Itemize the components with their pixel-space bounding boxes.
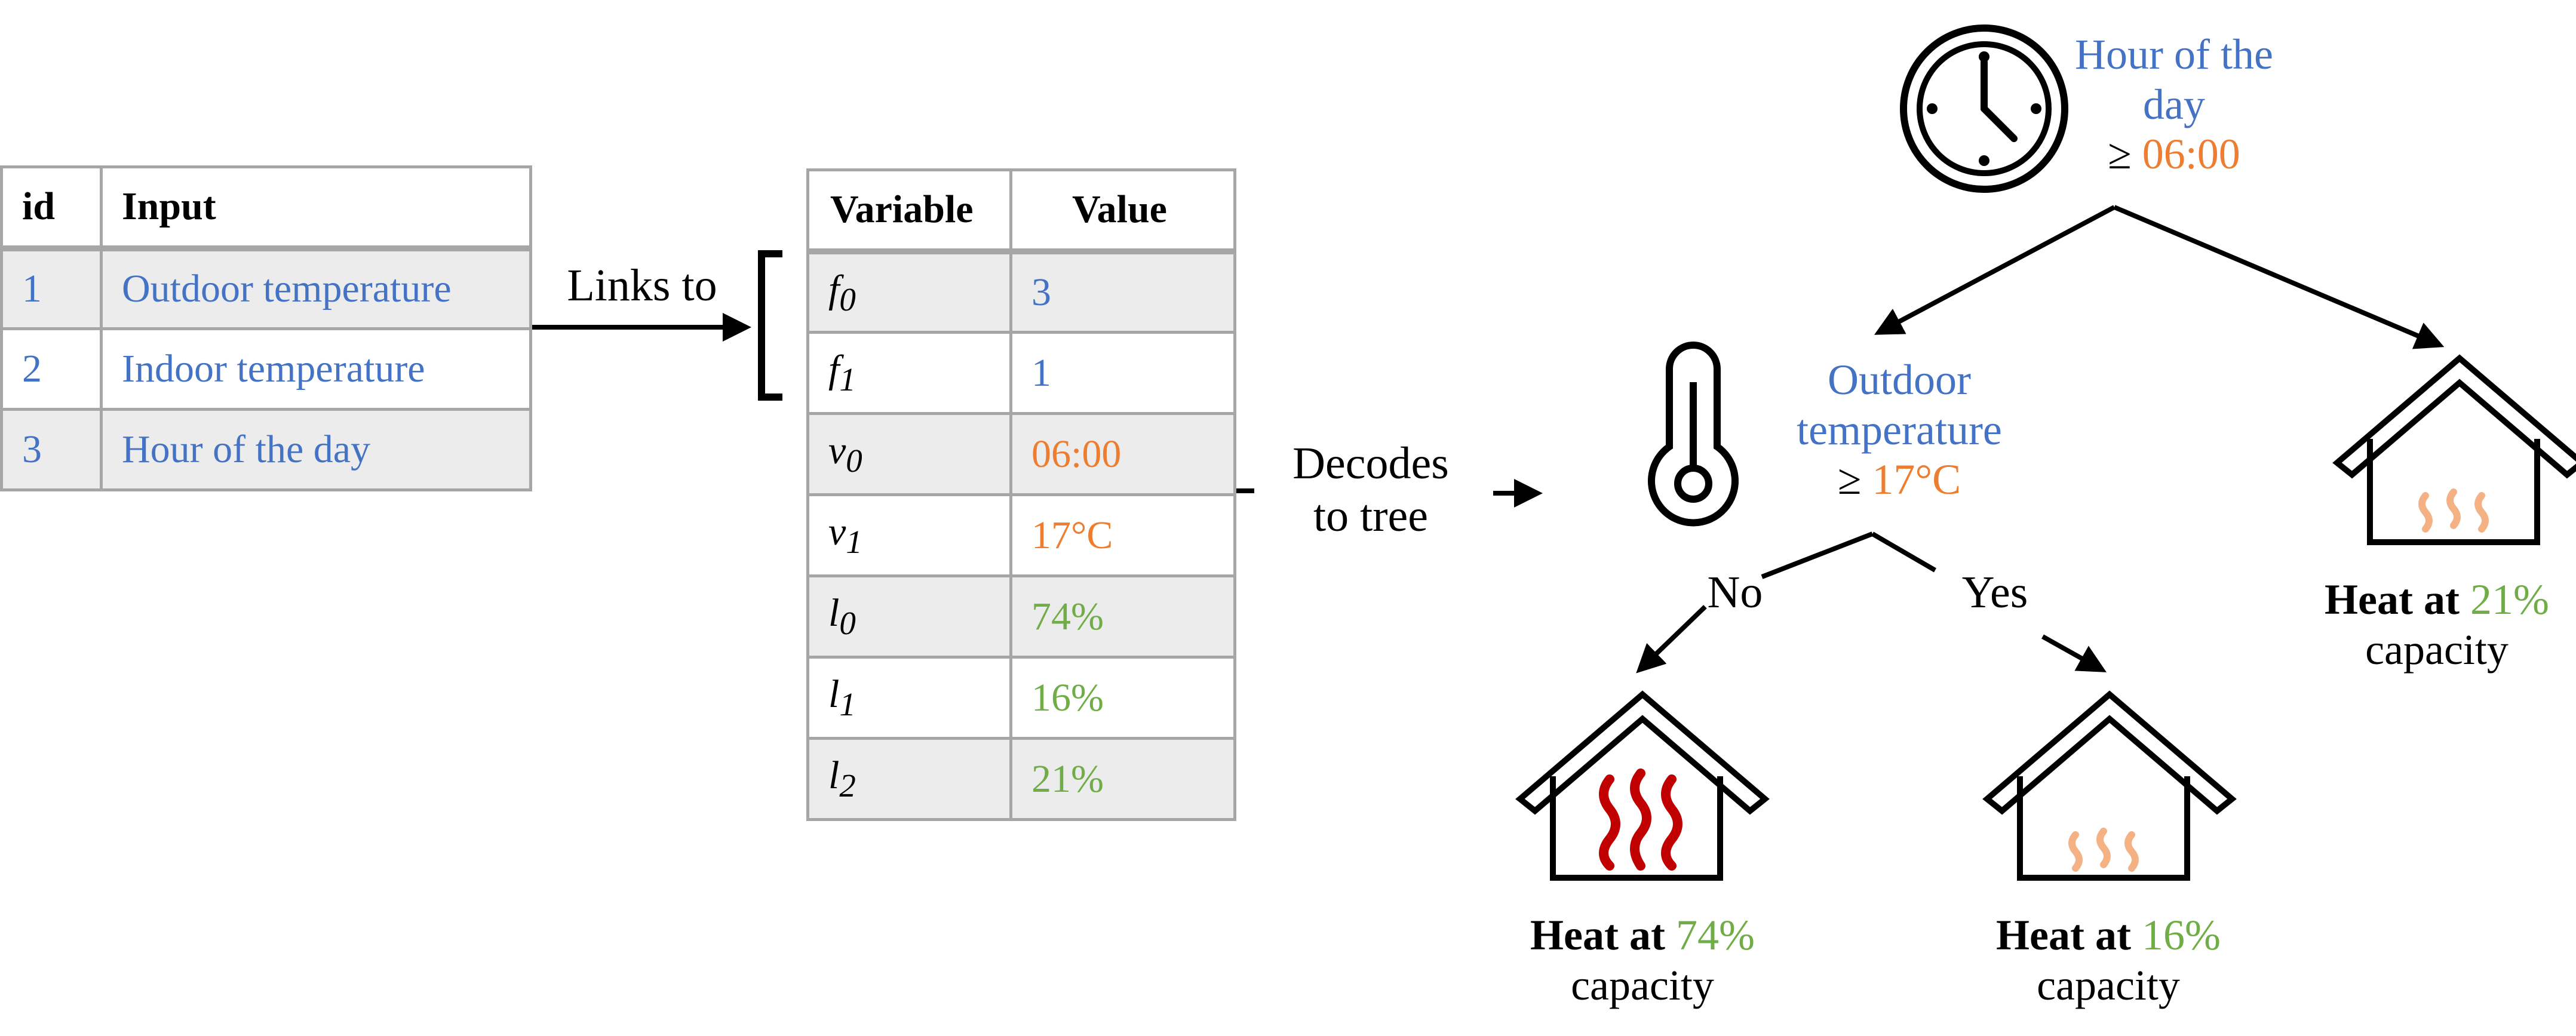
leaf-no-prefix: Heat at (1530, 911, 1665, 959)
node-split-right-lower (2041, 634, 2107, 672)
input-name-cell: Indoor temperature (100, 327, 532, 411)
table-row: l0 74% (806, 574, 1236, 659)
node-split-label: Outdoor temperature ≥ 17°C (1762, 355, 2037, 505)
variable-table-header-value: Value (1009, 168, 1236, 254)
node-operator: ≥ (1837, 456, 1862, 504)
leaf-root-yes-line-1: Heat at 21% (2305, 575, 2568, 625)
table-row: f0 3 (806, 250, 1236, 334)
leaf-yes-label: Heat at 16% capacity (1965, 911, 2252, 1010)
input-id-cell: 1 (0, 247, 103, 330)
table-row: l1 16% (806, 656, 1236, 740)
value-cell: 74% (1009, 574, 1236, 659)
input-name-cell: Outdoor temperature (100, 247, 532, 330)
leaf-yes-suffix: capacity (2037, 961, 2180, 1009)
clock-icon (1900, 24, 2068, 193)
root-split-label: Hour of the day ≥ 06:00 (2049, 30, 2299, 180)
decodes-line-2: to tree (1313, 491, 1428, 542)
variable-cell: f0 (806, 250, 1012, 334)
thermometer-icon (1648, 342, 1739, 527)
variable-cell: f1 (806, 331, 1012, 415)
root-operator: ≥ (2108, 130, 2132, 179)
node-split-left-lower (1636, 605, 1707, 674)
leaf-root-yes-suffix: capacity (2365, 625, 2509, 674)
variable-cell: l0 (806, 574, 1012, 659)
leaf-no-line-1: Heat at 74% (1499, 911, 1786, 961)
variable-cell: v0 (806, 412, 1012, 496)
node-split-left-upper (1761, 531, 1874, 579)
table-row: f1 1 (806, 331, 1236, 415)
heat-waves-low (2418, 488, 2489, 533)
leaf-yes-value: 16% (2141, 911, 2221, 959)
node-threshold: 17°C (1872, 456, 1961, 504)
table-row: v0 06:00 (806, 412, 1236, 496)
input-id-cell: 2 (0, 327, 103, 411)
links-to-label: Links to (555, 259, 729, 312)
branch-no-label: No (1690, 566, 1780, 619)
decodes-line-1: Decodes (1292, 438, 1449, 488)
root-split-right (2113, 205, 2445, 349)
leaf-root-yes-value: 21% (2470, 576, 2549, 623)
branch-yes-label: Yes (1947, 566, 2043, 619)
leaf-yes-prefix: Heat at (1996, 911, 2131, 959)
variable-table-header-variable: Variable (806, 168, 1012, 254)
root-feature-line-1: Hour of the (2075, 30, 2273, 78)
input-name-cell: Hour of the day (100, 408, 532, 491)
input-table: id Input 1 Outdoor temperature 2 Indoor … (0, 165, 532, 491)
leaf-no-label: Heat at 74% capacity (1499, 911, 1786, 1010)
input-id-cell: 3 (0, 408, 103, 491)
input-table-header-id: id (0, 165, 103, 251)
value-cell: 06:00 (1009, 412, 1236, 496)
branch-yes-text: Yes (1961, 567, 2028, 617)
input-table-header-input: Input (100, 165, 532, 251)
links-bracket (758, 250, 782, 401)
table-row: l2 21% (806, 737, 1236, 821)
branch-no-text: No (1707, 567, 1763, 617)
root-split-left (1874, 205, 2116, 335)
value-cell: 3 (1009, 250, 1236, 334)
table-row: 2 Indoor temperature (0, 327, 532, 411)
variable-cell: l1 (806, 656, 1012, 740)
value-cell: 1 (1009, 331, 1236, 415)
heat-waves-high (1599, 768, 1682, 871)
value-cell: 17°C (1009, 493, 1236, 577)
table-row: v1 17°C (806, 493, 1236, 577)
leaf-root-yes-prefix: Heat at (2325, 576, 2460, 623)
table-row: 3 Hour of the day (0, 408, 532, 491)
house-icon (1515, 690, 1770, 881)
heat-waves-low (2068, 828, 2139, 872)
house-icon (2332, 354, 2576, 545)
house-icon (1982, 690, 2237, 881)
links-to-text: Links to (567, 260, 717, 311)
node-condition: ≥ 17°C (1762, 455, 2037, 505)
node-feature-line-1: Outdoor (1828, 356, 1971, 404)
variable-cell: v1 (806, 493, 1012, 577)
leaf-no-value: 74% (1675, 911, 1755, 959)
variable-cell: l2 (806, 737, 1012, 821)
root-feature-line-2: day (2143, 80, 2205, 128)
decodes-label: Decodes to tree (1260, 437, 1481, 542)
table-row: 1 Outdoor temperature (0, 247, 532, 330)
leaf-no-suffix: capacity (1571, 961, 1714, 1009)
leaf-root-yes-label: Heat at 21% capacity (2305, 575, 2568, 675)
variable-table: Variable Value f0 3 f1 1 v0 06:00 v1 17°… (806, 168, 1236, 821)
root-threshold: 06:00 (2142, 130, 2240, 179)
value-cell: 21% (1009, 737, 1236, 821)
leaf-yes-line-1: Heat at 16% (1965, 911, 2252, 961)
root-condition: ≥ 06:00 (2049, 130, 2299, 180)
node-feature-line-2: temperature (1797, 405, 2002, 454)
node-split-right-upper (1871, 531, 1937, 573)
value-cell: 16% (1009, 656, 1236, 740)
